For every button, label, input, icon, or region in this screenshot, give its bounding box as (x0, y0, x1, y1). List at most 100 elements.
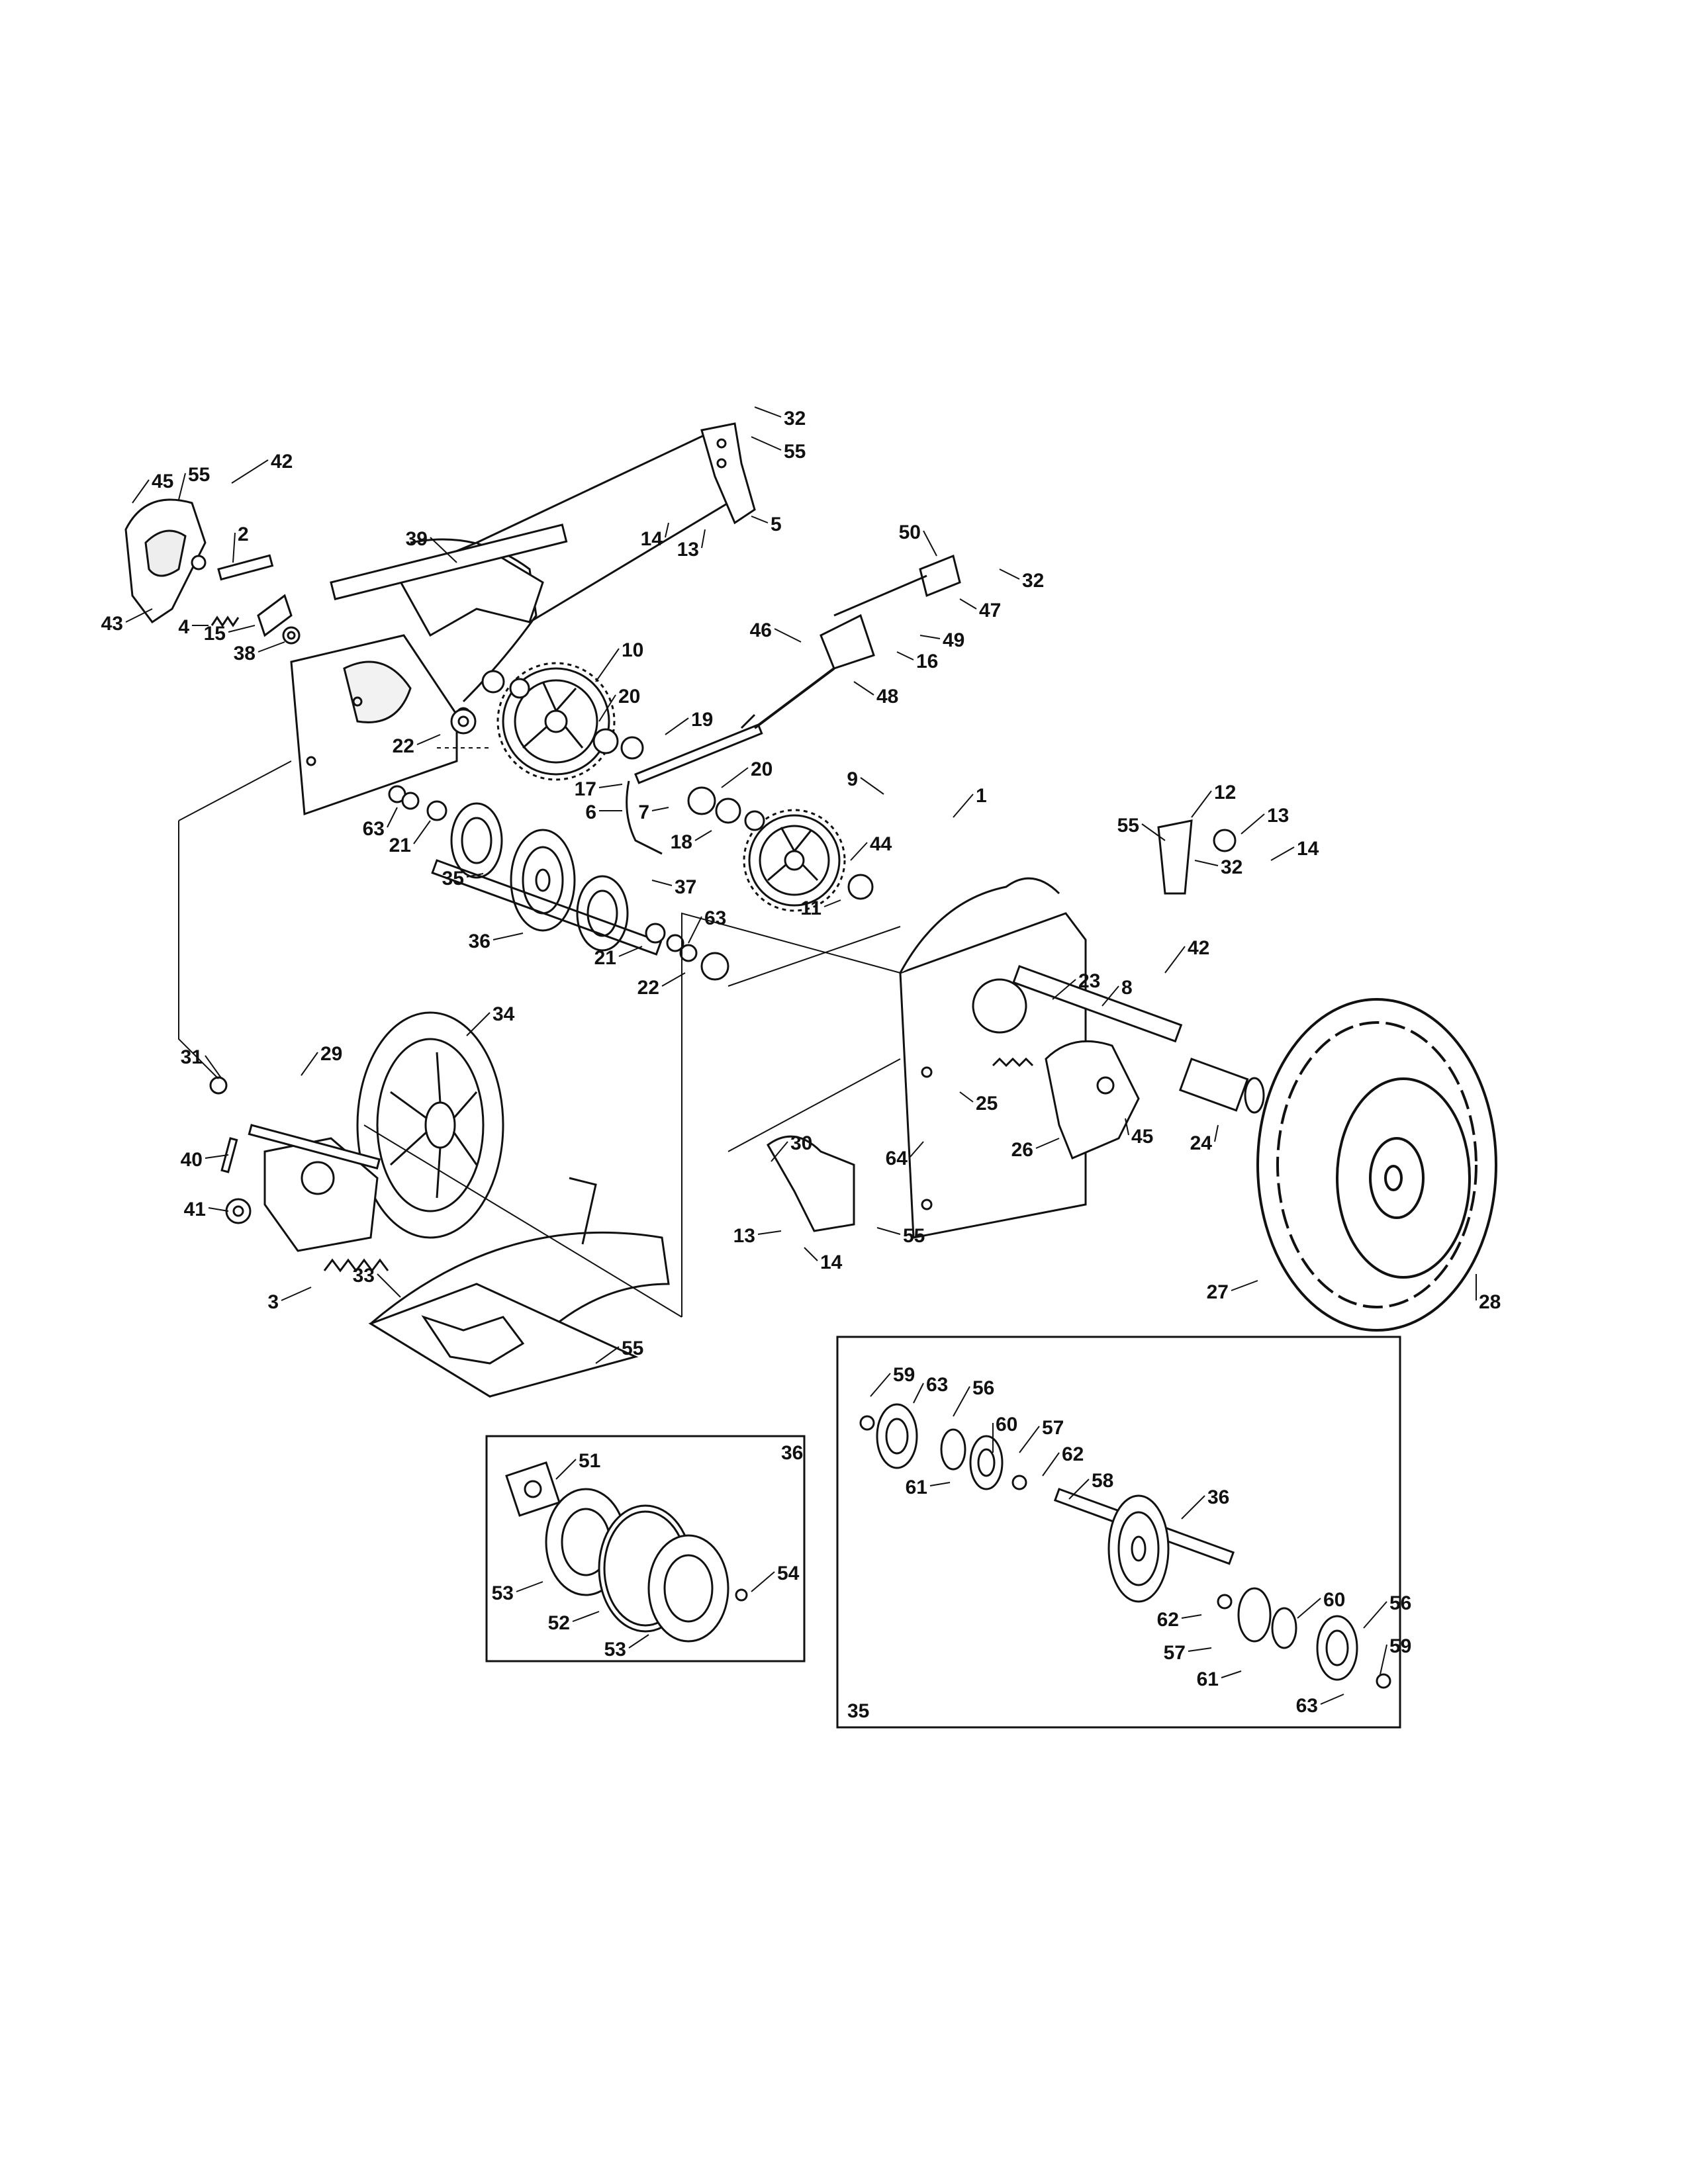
callout-label: 14 (820, 1251, 843, 1273)
callout-leader (823, 899, 841, 907)
callout-label: 5 (771, 514, 782, 535)
callout-label: 63 (1296, 1695, 1318, 1717)
spring-4 (211, 615, 240, 627)
callout-label: 23 (1078, 970, 1100, 992)
callout-label: 35 (442, 868, 464, 889)
callout-leader (929, 1482, 951, 1486)
callout-leader (598, 694, 616, 722)
callout-leader (1297, 1598, 1321, 1619)
callout-label: 3 (267, 1291, 279, 1313)
callout-label: 10 (622, 639, 643, 661)
callout-label: 16 (916, 651, 938, 672)
callout-leader (1068, 1479, 1090, 1500)
drive-gear-35 (450, 802, 629, 952)
callout-label: 46 (750, 619, 772, 641)
callout-leader (555, 1459, 577, 1480)
callout-label: 56 (972, 1377, 994, 1399)
callout-leader (618, 946, 643, 957)
callout-label: 45 (152, 471, 173, 492)
construction-lines (178, 747, 901, 1318)
callout-leader (1221, 1670, 1242, 1678)
callout-label: 20 (751, 758, 773, 780)
callout-label: 55 (188, 464, 210, 486)
callout-leader (258, 641, 285, 653)
callout-label: 14 (1297, 838, 1319, 860)
callout-leader (923, 530, 937, 557)
bearing-38 (282, 626, 301, 645)
callout-leader (665, 522, 669, 538)
washers-20 (481, 670, 765, 831)
callout-label: 26 (1011, 1139, 1033, 1161)
callout-leader (132, 479, 150, 504)
callout-leader (125, 608, 153, 623)
bottom-cover-33 (368, 1177, 670, 1398)
callout-label: 43 (101, 613, 123, 635)
callout-leader (959, 598, 977, 610)
callout-leader (701, 529, 706, 549)
callout-leader (1164, 946, 1186, 974)
callout-label: 36 (469, 931, 491, 952)
callout-label: 8 (1121, 977, 1133, 999)
callout-leader (751, 1571, 775, 1592)
callout-label: 32 (1022, 570, 1044, 592)
callout-leader (853, 681, 874, 696)
callout-leader (1241, 813, 1265, 835)
callout-leader (1035, 1138, 1060, 1149)
callout-leader (416, 734, 441, 745)
callout-leader (870, 1373, 891, 1397)
callout-leader (1181, 1495, 1205, 1520)
parts-40-41 (220, 1137, 252, 1224)
callout-label: 4 (178, 616, 189, 638)
gear-10 (496, 662, 616, 781)
shaft-2 (217, 554, 274, 581)
callout-label: 14 (641, 528, 663, 550)
callout-leader (1141, 823, 1166, 841)
callout-label: 13 (733, 1225, 755, 1247)
callout-label: 22 (637, 977, 659, 999)
callout-leader (205, 1055, 222, 1079)
callout-label: 2 (238, 523, 249, 545)
callout-leader (1231, 1280, 1258, 1291)
callout-leader (628, 1634, 649, 1649)
callout-label: 42 (1188, 937, 1209, 959)
callout-leader (1042, 1452, 1060, 1477)
spacer-24 (1178, 1058, 1265, 1114)
callout-label: 59 (1389, 1635, 1411, 1657)
spring-3 (323, 1258, 389, 1273)
callout-leader (1191, 790, 1212, 818)
callout-label: 62 (1157, 1609, 1179, 1631)
callout-label: 45 (1131, 1126, 1153, 1148)
callout-label: 57 (1164, 1642, 1186, 1664)
pulley-34 (356, 1011, 504, 1239)
bearing-22 (450, 708, 477, 735)
callout-leader (466, 873, 484, 878)
callout-leader (1102, 985, 1119, 1007)
callout-leader (466, 1012, 491, 1036)
callout-label: 55 (903, 1225, 925, 1247)
callout-label: 25 (976, 1093, 998, 1115)
callout-label: 7 (638, 801, 649, 823)
callout-leader (913, 1383, 924, 1404)
callout-label: 22 (393, 735, 414, 757)
callout-label: 61 (1197, 1668, 1219, 1690)
shifter-bracket-30 (767, 1135, 855, 1232)
callout-label: 13 (677, 539, 699, 561)
callout-leader (595, 1346, 620, 1364)
callout-label: 24 (1190, 1132, 1213, 1154)
callout-leader (1125, 1118, 1129, 1136)
callout-leader (1380, 1644, 1387, 1675)
callout-label: 12 (1214, 782, 1236, 803)
inset-title: 35 (847, 1700, 869, 1722)
callout-label: 38 (234, 643, 256, 664)
callout-label: 41 (184, 1199, 206, 1220)
inset-friction-wheel (485, 1435, 806, 1662)
callout-label: 37 (675, 876, 696, 898)
callout-leader (208, 1207, 229, 1212)
callout-leader (919, 635, 941, 639)
callout-leader (377, 1273, 401, 1298)
callout-label: 20 (618, 686, 640, 707)
callout-leader (413, 820, 431, 844)
callout-leader (1214, 1124, 1219, 1142)
gear-11 (743, 809, 874, 912)
